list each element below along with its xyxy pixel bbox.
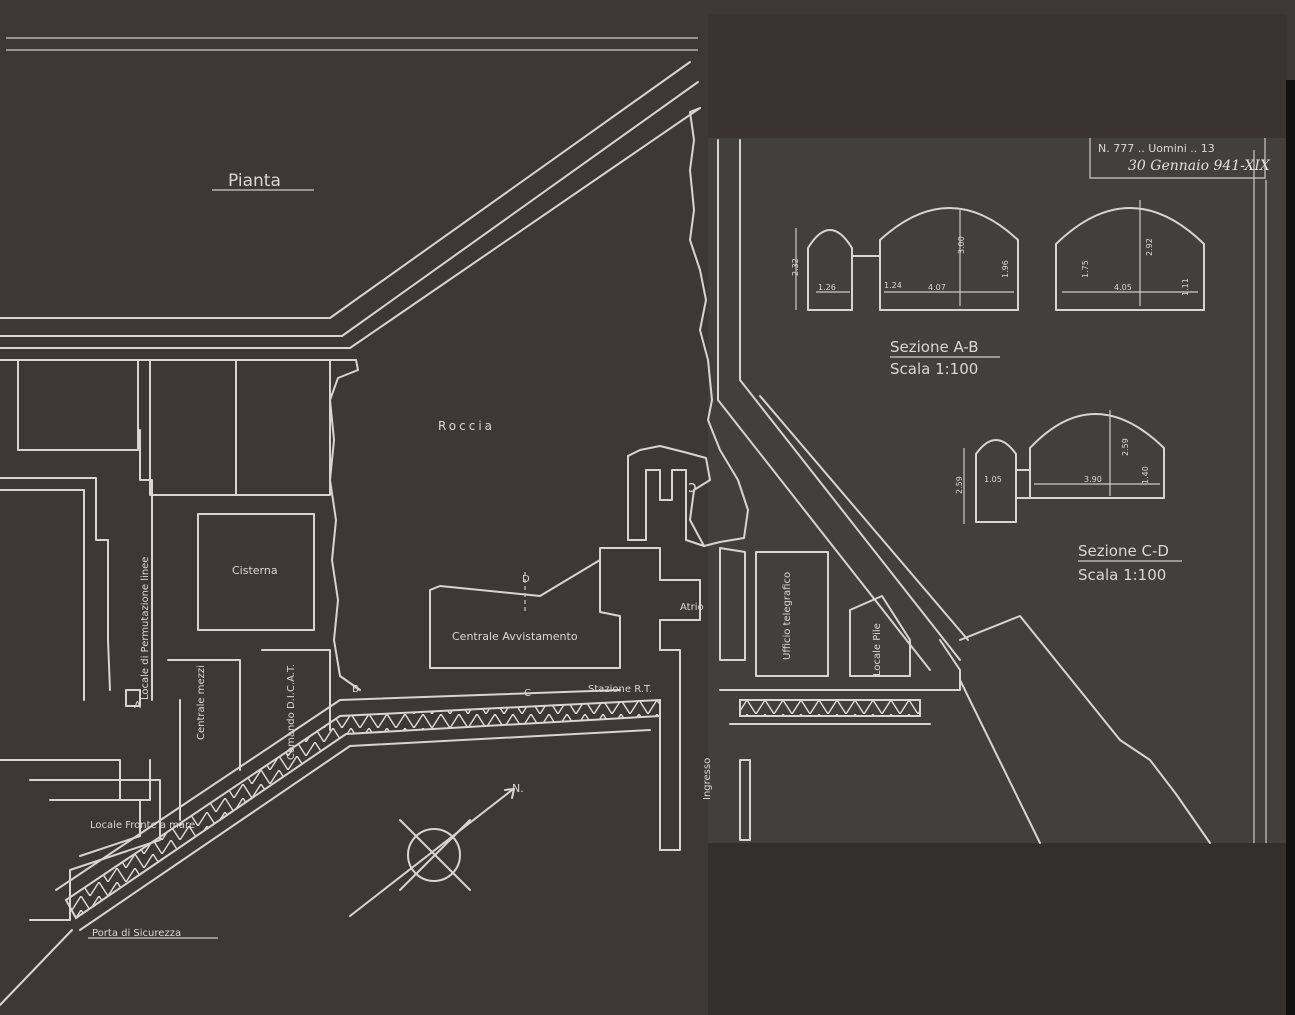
paper-right-sheet <box>708 138 1286 843</box>
stamp-number: N. 777 .. Uomini .. 13 <box>1098 142 1215 155</box>
dim-ab-8: 4.05 <box>1114 283 1132 292</box>
central-room-block: ↄ <box>429 455 911 851</box>
dim-ab-1: 2.32 <box>791 258 800 276</box>
stair-symbol: ↄ <box>688 477 697 496</box>
dim-cd-5: 1.40 <box>1141 466 1150 484</box>
scan-edge <box>1286 80 1295 1015</box>
dim-ab-9: 2.92 <box>1145 238 1154 256</box>
dim-ab-10: 1.11 <box>1181 278 1190 296</box>
compass-rose: N. <box>349 782 524 917</box>
room-label-atrio: Atrio <box>680 602 704 613</box>
dim-cd-4: 2.59 <box>1121 438 1130 456</box>
dim-cd-1: 2.59 <box>955 476 964 494</box>
dim-ab-3: 1.24 <box>884 281 902 290</box>
paper-top-strip <box>708 14 1286 138</box>
room-label-porta: Porta di Sicurezza <box>92 928 181 939</box>
left-room-block <box>0 359 331 921</box>
rock-outline <box>329 107 749 691</box>
hatched-wall-band <box>0 639 961 1006</box>
room-label-comando-dicat: Comando D.I.C.A.T. <box>286 664 297 760</box>
room-label-centrale-avvistamento: Centrale Avvistamento <box>452 630 578 643</box>
section-mark-a: A <box>134 700 141 711</box>
room-label-ingresso: Ingresso <box>702 758 713 800</box>
archive-stamp: N. 777 .. Uomini .. 13 30 Gennaio 941-XI… <box>1089 138 1271 179</box>
section-mark-b: B <box>352 684 359 695</box>
section-ab-scale: Scala 1:100 <box>890 360 978 378</box>
section-cd-scale: Scala 1:100 <box>1078 566 1166 584</box>
section-cd-title: Sezione C-D <box>1078 542 1169 560</box>
dim-ab-6: 3.00 <box>957 236 966 254</box>
section-cd-drawing: 2.59 1.05 3.90 2.59 1.40 <box>955 410 1165 524</box>
section-ab-drawing: 2.32 1.26 1.24 4.07 1.96 3.00 1.75 4.05 … <box>791 200 1205 311</box>
north-label: N. <box>512 782 524 795</box>
room-label-cisterna: Cisterna <box>232 564 278 577</box>
room-label-locale-fronte: Locale Fronte a mare <box>90 820 195 831</box>
dim-cd-3: 3.90 <box>1084 475 1102 484</box>
road-walls-right <box>717 139 1211 844</box>
room-label-locale-pile: Locale Pile <box>872 623 883 676</box>
plan-title: Pianta <box>228 171 281 191</box>
dim-ab-2: 1.26 <box>818 283 836 292</box>
dim-ab-7: 1.75 <box>1081 260 1090 278</box>
room-label-locale-permutazione: Locale di Permutazione linee <box>140 557 151 700</box>
stamp-date: 30 Gennaio 941-XIX <box>1128 158 1271 174</box>
room-label-ufficio: Ufficio telegrafico <box>782 572 793 660</box>
room-label-centrale-mezzi: Centrale mezzi <box>196 665 207 740</box>
paper-bottom-strip <box>708 843 1286 1015</box>
room-label-roccia: Roccia <box>438 419 495 433</box>
dim-cd-2: 1.05 <box>984 475 1002 484</box>
section-ab-title: Sezione A-B <box>890 338 979 356</box>
section-mark-d: D <box>522 574 530 585</box>
dim-ab-5: 1.96 <box>1001 260 1010 278</box>
dim-ab-4: 4.07 <box>928 283 946 292</box>
